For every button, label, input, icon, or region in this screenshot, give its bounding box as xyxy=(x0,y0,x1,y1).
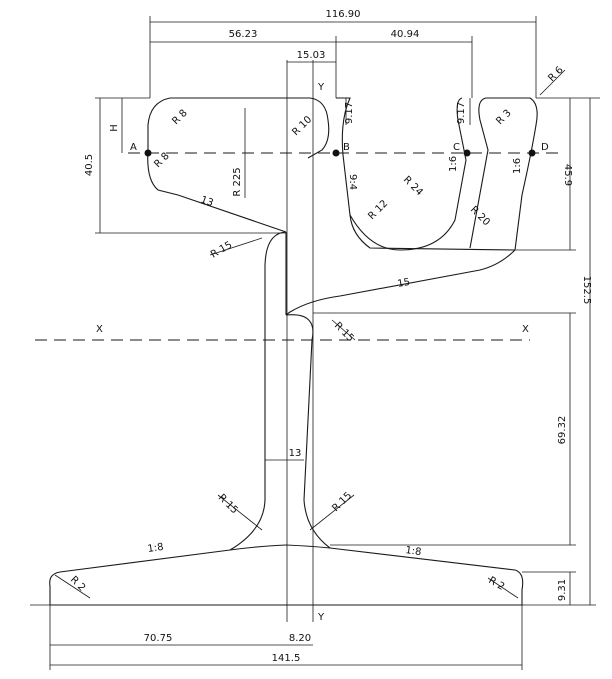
point-a-label: A xyxy=(130,142,137,153)
dim-web-offset: 15.03 xyxy=(297,50,326,61)
radius-r10: R 10 xyxy=(290,114,314,138)
slope-1-6-a: 1:6 xyxy=(448,156,459,172)
point-b-label: B xyxy=(343,142,350,153)
point-c-marker xyxy=(463,149,471,157)
reference-points xyxy=(144,149,536,157)
dim-right-width: 40.94 xyxy=(391,29,420,40)
right-head-underside xyxy=(285,249,516,316)
labels: 116.90 56.23 40.94 15.03 40.5 H 45.9 152… xyxy=(68,9,592,664)
dim-groove-left: 9.17 xyxy=(344,102,355,124)
radius-r24: R 24 xyxy=(401,174,425,198)
rail-profile xyxy=(49,97,538,606)
radius-r15-lower-left: R 15 xyxy=(216,492,240,516)
right-foot-outline xyxy=(285,544,524,606)
slope-13: 13 xyxy=(199,194,215,209)
dim-foot-width: 141.5 xyxy=(272,653,301,664)
dim-head-width: 116.90 xyxy=(326,9,361,20)
dim-foot-left: 70.75 xyxy=(144,633,173,644)
dim-head-depth-left: 40.5 xyxy=(84,154,95,176)
slope-1-8-left: 1:8 xyxy=(147,542,164,555)
slope-9-4: 9:4 xyxy=(347,174,358,190)
radius-r15-upper-left: R 15 xyxy=(209,240,234,261)
point-d-label: D xyxy=(541,142,549,153)
dim-neutral-to-base: 69.32 xyxy=(557,416,568,445)
dim-web-thickness: 13 xyxy=(289,448,302,459)
radius-r2-right: R 2 xyxy=(487,575,507,593)
dim-foot-offset: 8.20 xyxy=(289,633,311,644)
radius-r8-low: R 8 xyxy=(152,151,171,170)
dim-left-width: 56.23 xyxy=(229,29,258,40)
web-right-edge xyxy=(285,314,331,549)
centerlines xyxy=(35,60,560,622)
slope-15: 15 xyxy=(397,277,411,290)
groove-curve xyxy=(349,97,467,251)
left-foot-top xyxy=(229,544,287,551)
radius-r12: R 12 xyxy=(366,198,390,222)
radius-r8-top: R 8 xyxy=(170,108,189,127)
x-axis-label-left: X xyxy=(96,324,103,335)
radius-r15-lower-right: R 15 xyxy=(330,490,354,514)
point-b-marker xyxy=(332,149,340,157)
radius-r6: R 6 xyxy=(546,65,565,84)
radius-r225: R 225 xyxy=(232,167,243,196)
radius-r3: R 3 xyxy=(494,108,513,127)
dim-foot-edge: 9.31 xyxy=(557,579,568,601)
dim-overall-height: 152.5 xyxy=(581,276,592,305)
radius-r20: R 20 xyxy=(468,204,492,228)
dim-h-label: H xyxy=(109,124,120,132)
dimension-lines xyxy=(30,16,600,670)
radius-r2-left: R 2 xyxy=(68,574,87,593)
y-axis-label-bottom: Y xyxy=(317,612,325,623)
web-left-edge xyxy=(229,231,287,551)
point-c-label: C xyxy=(453,142,460,153)
dim-head-depth-right: 45.9 xyxy=(562,164,573,186)
radius-r15-upper-right: R 15 xyxy=(332,320,356,344)
point-a-marker xyxy=(144,149,152,157)
slope-1-8-right: 1:8 xyxy=(405,545,422,558)
slope-1-6-b: 1:6 xyxy=(512,158,523,174)
y-axis-label-top: Y xyxy=(317,82,325,93)
dim-groove-right: 9.17 xyxy=(456,102,467,124)
left-foot-outline xyxy=(49,549,286,606)
x-axis-label-right: X xyxy=(522,324,529,335)
point-d-marker xyxy=(528,149,536,157)
